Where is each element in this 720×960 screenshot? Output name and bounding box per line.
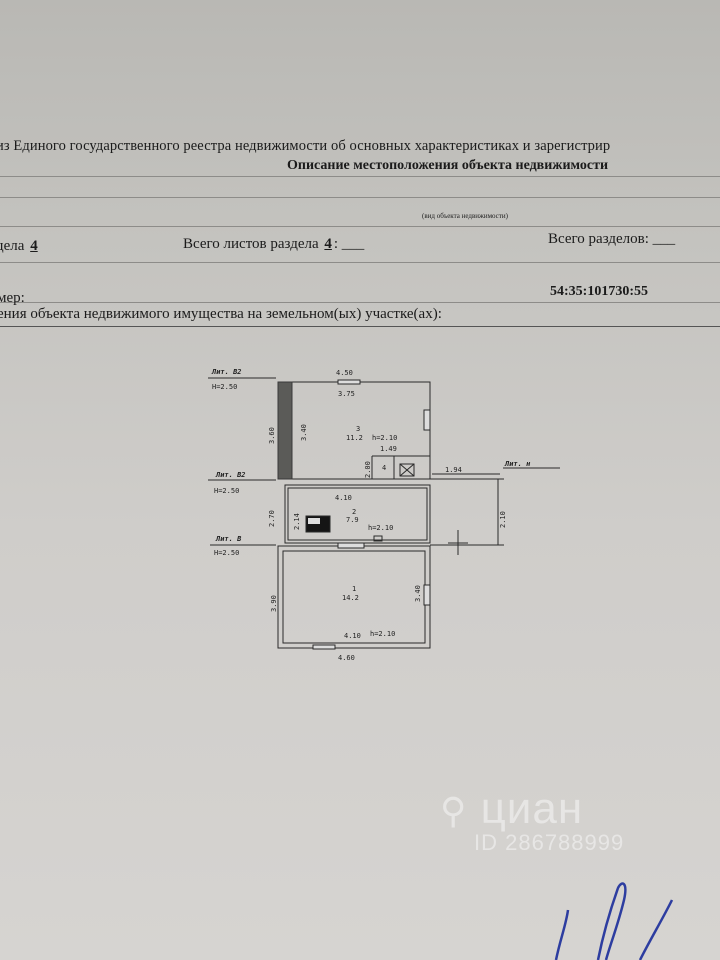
header-name: Лит. В2	[211, 368, 242, 376]
form-rule	[0, 197, 720, 198]
wall-hatch	[277, 381, 293, 480]
form-rule	[0, 302, 720, 303]
room-area: 7.9	[346, 516, 359, 524]
cadastral-label: мер:	[0, 290, 25, 306]
header-name: Лит. В	[215, 535, 242, 543]
total-sheets-value: 4	[324, 236, 332, 252]
room-area: 14.2	[342, 594, 359, 602]
dim-label: 3.60	[268, 427, 276, 444]
dim-label: 3.75	[338, 390, 355, 398]
form-rule	[0, 262, 720, 263]
section-title: Описание местоположения объекта недвижим…	[287, 158, 609, 173]
dim-label: 1.94	[445, 466, 462, 474]
dim-label: 4.10	[344, 632, 361, 640]
dim-label: 1.49	[380, 445, 397, 453]
form-rule	[0, 176, 720, 177]
watermark-id: ID 286788999	[474, 830, 625, 855]
section-label-row: дела 4	[0, 238, 40, 255]
dim-label: 4	[382, 464, 386, 472]
watermark-brand: циан	[480, 784, 584, 833]
header-name: Лит. В2	[215, 471, 246, 479]
dim-label: 4.50	[336, 369, 353, 377]
dim-label: 2.00	[364, 461, 372, 478]
dim-label: 2.70	[268, 510, 276, 527]
stove-box	[399, 463, 415, 477]
header-name: Лит. н	[504, 460, 531, 468]
total-sheets-label: Всего листов раздела	[183, 236, 319, 252]
extract-header-line: из Единого государственного реестра недв…	[0, 138, 611, 154]
plan-caption: ения объекта недвижимого имущества на зе…	[0, 306, 442, 322]
dim-label: 3.90	[270, 595, 278, 612]
dim-label: h=2.10	[368, 524, 393, 532]
dim-label: 3.40	[414, 585, 422, 602]
total-sheets-suffix: : ___	[333, 236, 365, 252]
dim-label: h=2.10	[372, 434, 397, 442]
section-number: 4	[30, 238, 38, 254]
room-small-outline	[393, 455, 431, 480]
room-area: 11.2	[346, 434, 363, 442]
room-number: 3	[356, 425, 360, 433]
dim-label: 2.14	[293, 513, 301, 530]
total-sheets-row: Всего листов раздела 4: ___	[183, 236, 364, 253]
watermark: ⚲ циан ID 286788999	[440, 784, 624, 856]
object-type-caption: (вид объекта недвижимости)	[422, 212, 508, 220]
location-pin-icon: ⚲	[440, 790, 468, 831]
room-number: 1	[352, 585, 356, 593]
section-label: дела	[0, 238, 25, 254]
room-number: 2	[352, 508, 356, 516]
cadastral-number: 54:35:101730:55	[550, 284, 648, 299]
dim-label: 4.60	[338, 654, 355, 662]
form-rule	[0, 226, 720, 227]
dim-label: 3.40	[300, 424, 308, 441]
dim-label: h=2.10	[370, 630, 395, 638]
dim-label: 4.10	[335, 494, 352, 502]
header-height: Н=2.50	[214, 487, 239, 495]
total-sections-label: Всего разделов: ___	[548, 231, 676, 247]
header-height: Н=2.50	[212, 383, 237, 391]
form-rule	[0, 326, 720, 327]
dim-label: 2.10	[499, 511, 507, 528]
watermark-logo: ⚲ циан	[440, 784, 624, 834]
header-height: Н=2.50	[214, 549, 239, 557]
